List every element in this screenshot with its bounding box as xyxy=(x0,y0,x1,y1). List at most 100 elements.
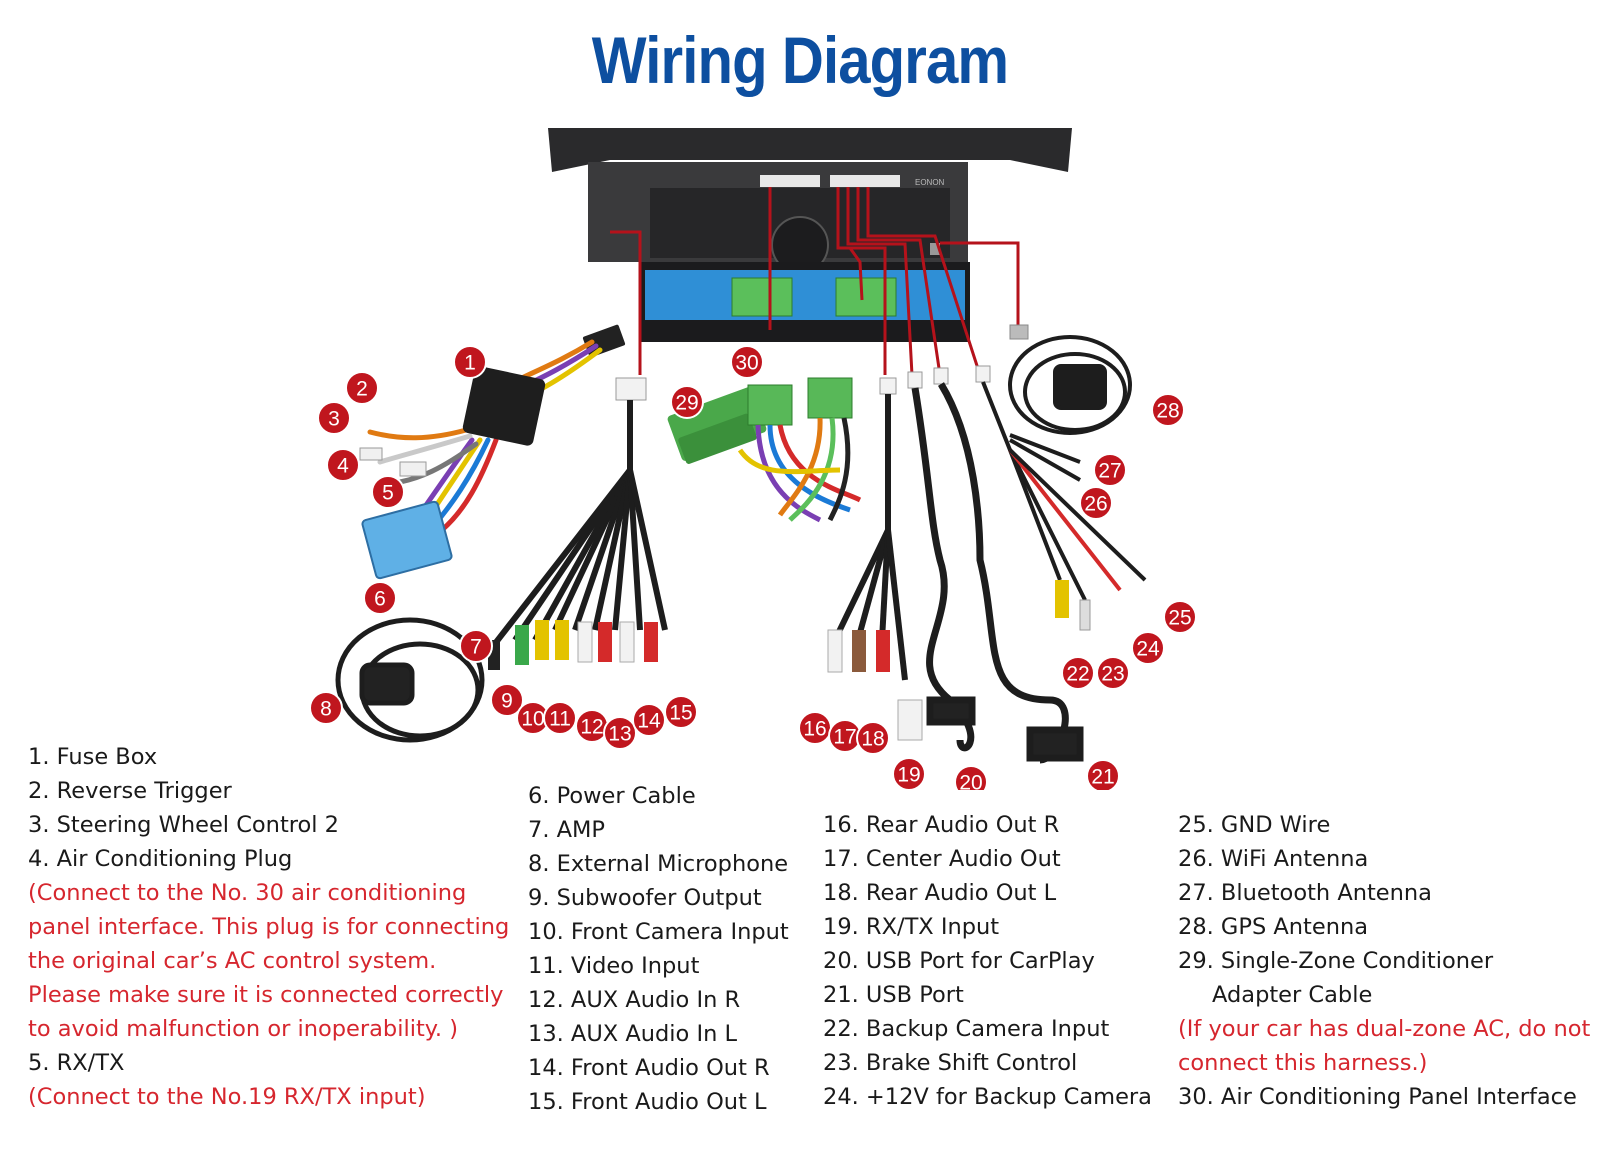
legend-item: 10. Front Camera Input xyxy=(528,919,789,945)
callout-number: 20 xyxy=(959,772,982,791)
callout-number: 5 xyxy=(382,482,394,505)
legend-note: the original car’s AC control system. xyxy=(28,948,437,974)
legend-item: 11. Video Input xyxy=(528,953,700,979)
legend-item: Adapter Cable xyxy=(1212,982,1373,1008)
rear-audio-plugs xyxy=(827,629,923,741)
callout-badge-29: 29 xyxy=(670,385,704,419)
callout-number: 17 xyxy=(833,726,856,749)
legend-item: 12. AUX Audio In R xyxy=(528,987,741,1013)
callout-badge-8: 8 xyxy=(309,691,343,725)
usb-cables xyxy=(907,367,1084,764)
callout-number: 22 xyxy=(1066,663,1089,686)
callout-badge-12: 12 xyxy=(575,709,609,743)
callout-number: 4 xyxy=(337,455,349,478)
callout-number: 19 xyxy=(897,764,920,787)
legend-item: 3. Steering Wheel Control 2 xyxy=(28,812,340,838)
gps-antenna xyxy=(1008,324,1132,435)
callout-number: 23 xyxy=(1101,663,1124,686)
callout-badge-1: 1 xyxy=(453,345,487,379)
callout-number: 1 xyxy=(464,352,476,375)
diagram-title: Wiring Diagram xyxy=(591,23,1009,97)
callout-number: 28 xyxy=(1156,400,1179,423)
legend-item: 17. Center Audio Out xyxy=(823,846,1061,872)
legend-item: 8. External Microphone xyxy=(528,851,789,877)
callout-badge-19: 19 xyxy=(892,757,926,790)
legend-item: 18. Rear Audio Out L xyxy=(823,880,1057,906)
legend-item: 1. Fuse Box xyxy=(28,744,158,770)
callout-number: 25 xyxy=(1168,607,1191,630)
callout-badge-23: 23 xyxy=(1096,656,1130,690)
legend-item: 22. Backup Camera Input xyxy=(823,1016,1110,1042)
callout-badge-22: 22 xyxy=(1061,656,1095,690)
callout-number: 13 xyxy=(608,723,631,746)
legend-item: 19. RX/TX Input xyxy=(823,914,1000,940)
callout-number: 7 xyxy=(470,636,482,659)
external-microphone xyxy=(335,617,485,743)
legend-col-1: 1. Fuse Box 2. Reverse Trigger 3. Steering… xyxy=(28,740,509,1114)
callout-badge-9: 9 xyxy=(490,683,524,717)
callout-badge-27: 27 xyxy=(1093,453,1127,487)
callout-badge-11: 11 xyxy=(543,701,577,735)
callout-badge-2: 2 xyxy=(345,371,379,405)
callout-badge-3: 3 xyxy=(317,401,351,435)
legend-item: 14. Front Audio Out R xyxy=(528,1055,770,1081)
legend-item: 25. GND Wire xyxy=(1178,812,1331,838)
legend-note: (If your car has dual-zone AC, do not xyxy=(1178,1016,1591,1042)
callout-badge-5: 5 xyxy=(371,475,405,509)
legend-item: 28. GPS Antenna xyxy=(1178,914,1368,940)
callout-badge-6: 6 xyxy=(363,581,397,615)
legend-item: 27. Bluetooth Antenna xyxy=(1178,880,1432,906)
callout-badge-15: 15 xyxy=(664,695,698,729)
legend-item: 6. Power Cable xyxy=(528,783,696,809)
callout-badge-25: 25 xyxy=(1163,600,1197,634)
callout-number: 3 xyxy=(328,408,340,431)
head-unit-illustration: EONON xyxy=(548,128,1072,342)
legend-item: 13. AUX Audio In L xyxy=(528,1021,738,1047)
callout-badge-7: 7 xyxy=(459,629,493,663)
callout-badge-18: 18 xyxy=(856,721,890,755)
callout-badge-30: 30 xyxy=(730,345,764,379)
rear-audio-harness xyxy=(832,377,908,681)
callout-badge-14: 14 xyxy=(632,703,666,737)
callout-number: 14 xyxy=(637,710,661,733)
callout-number: 21 xyxy=(1091,766,1114,789)
callout-badge-26: 26 xyxy=(1079,486,1113,520)
wiring-diagram-illustration: EONON xyxy=(309,128,1197,791)
legend-note: Please make sure it is connected correct… xyxy=(28,982,504,1008)
legend-col-4: 25. GND Wire 26. WiFi Antenna 27. Bluetoot… xyxy=(1178,808,1590,1114)
callout-number: 9 xyxy=(501,690,513,713)
camera-antenna-harness xyxy=(975,365,1147,631)
callout-badge-21: 21 xyxy=(1086,759,1120,790)
callout-number: 26 xyxy=(1084,493,1107,516)
callout-number: 8 xyxy=(320,698,332,721)
callout-number: 16 xyxy=(803,718,826,741)
callout-badge-20: 20 xyxy=(954,765,988,791)
rca-plugs xyxy=(488,620,658,670)
legend-item: 9. Subwoofer Output xyxy=(528,885,762,911)
callout-number: 15 xyxy=(669,702,692,725)
callout-badge-10: 10 xyxy=(516,701,550,735)
legend-note: to avoid malfunction or inoperability. ) xyxy=(28,1016,458,1042)
callout-badge-16: 16 xyxy=(798,711,832,745)
callout-badge-28: 28 xyxy=(1151,393,1185,427)
callout-number: 29 xyxy=(675,392,698,415)
brand-label: EONON xyxy=(915,178,945,187)
legend-item: 2. Reverse Trigger xyxy=(28,778,232,804)
callout-number: 24 xyxy=(1136,638,1160,661)
legend-item: 20. USB Port for CarPlay xyxy=(823,948,1095,974)
callout-number: 2 xyxy=(356,378,368,401)
ac-adapter-harness xyxy=(667,377,862,523)
callout-number: 30 xyxy=(735,352,758,375)
legend-note: panel interface. This plug is for connec… xyxy=(28,914,510,940)
rca-harness xyxy=(487,377,668,652)
legend-item: 26. WiFi Antenna xyxy=(1178,846,1369,872)
callout-badge-24: 24 xyxy=(1131,631,1165,665)
callout-badge-4: 4 xyxy=(326,448,360,482)
callout-number: 27 xyxy=(1098,460,1121,483)
callout-number: 18 xyxy=(861,728,884,751)
legend-item: 15. Front Audio Out L xyxy=(528,1089,767,1115)
legend-note: (Connect to the No. 30 air conditioning xyxy=(28,880,467,906)
callout-badge-13: 13 xyxy=(603,716,637,750)
callout-number: 6 xyxy=(374,588,386,611)
